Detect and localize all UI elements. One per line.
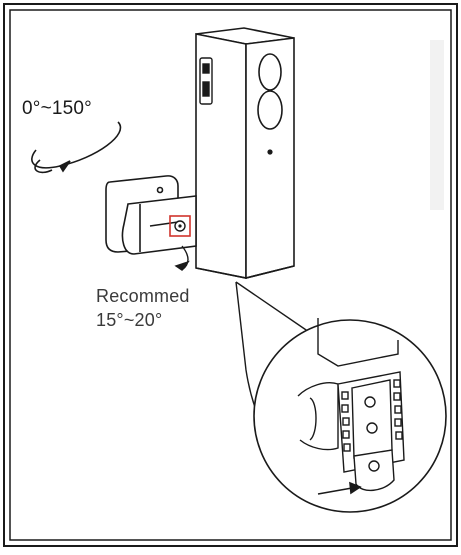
tilt-arrow-icon (174, 245, 190, 271)
camera-switch (199, 57, 213, 105)
rotation-range-label: 0°~150° (22, 98, 92, 119)
background-ghost (430, 40, 444, 210)
outer-frame (3, 3, 458, 547)
inner-frame (9, 9, 452, 541)
rotation-arrow-icon (31, 121, 122, 174)
wall-mount-bracket (105, 175, 197, 255)
camera-lens (257, 53, 283, 155)
adjust-screw-highlight (169, 215, 191, 237)
recommend-label: Recommed (96, 286, 190, 306)
recommend-range-label: 15°~20° (96, 310, 163, 330)
zoom-mount-plate (297, 318, 405, 491)
slide-arrow-icon (317, 481, 362, 495)
